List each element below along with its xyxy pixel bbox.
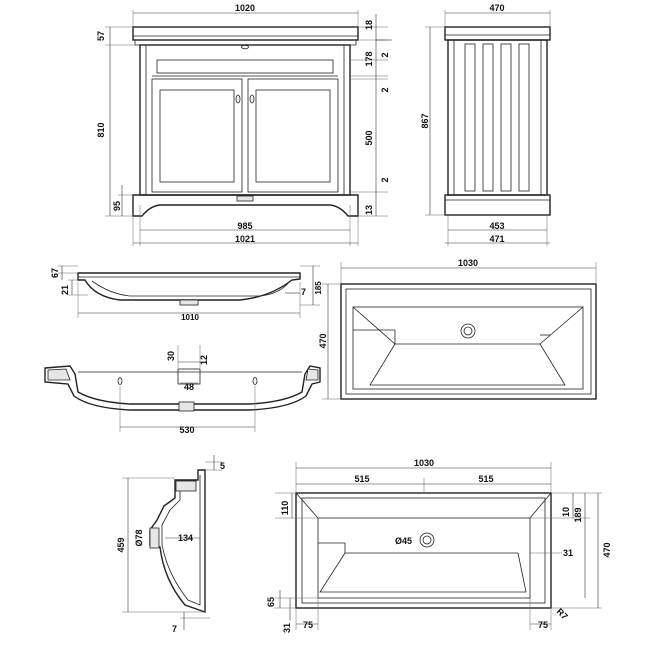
basin-underside-overflow — [177, 368, 201, 385]
basin-underside-left-bracket — [47, 368, 71, 381]
dim-front-body-height: 810 — [96, 122, 106, 137]
front-plinth — [132, 194, 359, 217]
dim-basin-section-depth: 185 — [314, 281, 323, 295]
basin-underside: 30 12 48 530 — [44, 345, 321, 435]
dim-front-door-height: 500 — [364, 130, 374, 145]
dim-top-bowl-depth: 189 — [573, 507, 583, 522]
dim-top-half-right: 515 — [478, 474, 493, 484]
dim-profile-bottom: 7 — [172, 624, 177, 634]
basin-profile-overflow — [149, 527, 160, 549]
right-handle — [249, 94, 255, 104]
dim-front-gap-1: 2 — [380, 52, 390, 57]
dim-basin-plan-width: 1030 — [458, 258, 478, 268]
basin-underside-right-fixing — [252, 377, 258, 385]
basin-profile-lip — [175, 480, 197, 492]
basin-plan-waste — [460, 323, 476, 339]
basin-top-outline — [295, 492, 552, 609]
dim-front-top-height: 57 — [96, 31, 106, 41]
dim-front-gap-2: 2 — [380, 87, 390, 92]
dim-basin-section-lip: 67 — [50, 268, 60, 278]
basin-underside-right-bracket — [305, 368, 319, 381]
dim-front-width-plinth: 985 — [237, 221, 252, 231]
dim-top-front-rim: 65 — [266, 597, 276, 607]
dim-top-waste-dia: Ø45 — [395, 536, 412, 546]
right-door — [247, 78, 339, 193]
dim-front-gap-3: 2 — [380, 177, 390, 182]
dim-top-radius: R7 — [555, 606, 570, 621]
basin-plan: 1030 470 — [318, 258, 597, 400]
dim-basin-plan-depth: 470 — [318, 333, 328, 348]
side-worktop — [444, 26, 551, 41]
dim-underside-waste-width: 48 — [184, 382, 194, 392]
dim-side-height: 867 — [420, 113, 430, 128]
side-grooves — [464, 43, 530, 192]
left-handle — [235, 94, 241, 104]
dim-profile-overflow-dia: Ø78 — [134, 529, 144, 546]
basin-underside-waste — [178, 401, 195, 412]
dim-top-corner-left: 75 — [303, 620, 313, 630]
basin-top-bowl — [317, 517, 531, 599]
front-cabinet — [139, 44, 351, 196]
dim-front-plinth-height: 95 — [112, 201, 122, 211]
dim-underside-waste-gap: 12 — [199, 355, 209, 365]
left-door — [151, 78, 243, 193]
dim-profile-top: 5 — [220, 461, 225, 471]
dim-profile-waste-depth: 134 — [178, 533, 193, 543]
side-plinth — [444, 194, 551, 216]
dim-front-width-overall: 1021 — [235, 234, 255, 244]
basin-section: 67 21 1010 7 185 — [50, 265, 323, 322]
basin-plan-bowl — [352, 306, 584, 390]
dim-basin-section-gap: 7 — [301, 287, 306, 297]
dim-basin-section-rim: 21 — [60, 285, 70, 295]
dim-front-basin-lip: 18 — [364, 20, 374, 30]
dim-side-depth-top: 470 — [489, 3, 504, 13]
basin-underside-outline — [44, 365, 321, 411]
dim-profile-height: 459 — [116, 537, 126, 552]
basin-section-waste — [179, 299, 199, 306]
dim-top-back-offset: 110 — [280, 501, 290, 516]
basin-plan-outline — [340, 283, 597, 400]
dim-front-drawer-height: 178 — [364, 51, 374, 66]
side-panel — [447, 39, 548, 196]
basin-top-waste — [419, 532, 435, 548]
dim-top-width: 1030 — [414, 458, 434, 468]
dim-top-half-left: 515 — [354, 474, 369, 484]
basin-underside-left-fixing — [117, 377, 123, 385]
basin-profile: 5 134 Ø78 459 7 — [116, 455, 225, 634]
dim-top-depth: 470 — [602, 542, 612, 557]
tap-hole — [241, 44, 249, 50]
dim-side-depth-bottom: 471 — [489, 234, 504, 244]
front-view: 1020 57 810 95 18 178 2 2 500 2 13 — [96, 3, 392, 246]
front-drawer — [156, 59, 334, 74]
dim-side-depth-mid: 453 — [489, 221, 504, 231]
dim-basin-section-width: 1010 — [181, 313, 199, 322]
basin-profile-outline — [149, 469, 206, 613]
dim-top-front-edge: 31 — [282, 623, 292, 633]
dim-front-width-top: 1020 — [235, 3, 255, 13]
dim-underside-waste-offset: 30 — [166, 351, 176, 361]
plinth-badge — [236, 195, 254, 202]
front-worktop — [132, 26, 359, 41]
dim-top-rim-top: 10 — [561, 507, 571, 517]
dim-underside-span: 530 — [179, 425, 194, 435]
side-view: 470 867 453 471 — [420, 3, 551, 246]
basin-top: 1030 515 515 110 Ø45 10 189 470 31 65 31 — [266, 458, 612, 633]
dim-top-corner-right: 75 — [538, 620, 548, 630]
dim-top-side-rim: 31 — [563, 548, 573, 558]
dim-front-base-height: 13 — [364, 205, 374, 215]
